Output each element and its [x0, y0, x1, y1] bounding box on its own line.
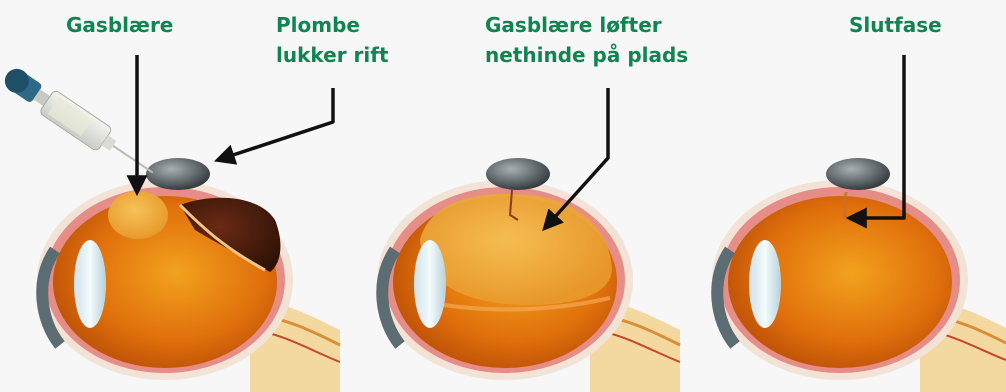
scleral-buckle	[486, 158, 550, 190]
eye-3-final-stage	[712, 158, 1006, 392]
scleral-buckle	[826, 158, 890, 190]
lens	[749, 240, 781, 328]
gas-bubble	[108, 191, 168, 239]
lens	[74, 240, 106, 328]
label-buckle-closes-tear: Plombe lukker rift	[276, 10, 389, 70]
arrow-buckle	[218, 88, 333, 160]
label-final-stage: Slutfase	[849, 10, 942, 40]
eye-1-gas-injection	[37, 158, 340, 392]
lens	[414, 240, 446, 328]
label-gas-bubble: Gasblære	[66, 10, 173, 40]
label-gas-bubble-lifts-retina: Gasblære løfter nethinde på plads	[485, 10, 688, 70]
scleral-buckle	[146, 158, 210, 190]
